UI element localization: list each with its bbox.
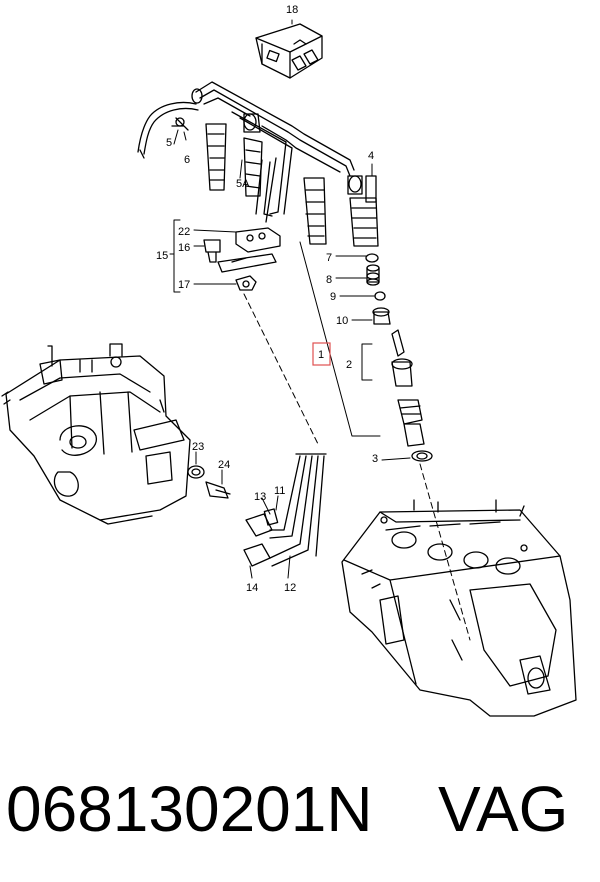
injector-housings	[205, 123, 379, 247]
injector-pipes-top	[191, 81, 363, 223]
small-leaders	[173, 19, 373, 579]
callout-13: 13	[254, 491, 266, 503]
injector-components	[365, 253, 433, 462]
part-number: 068130201N	[6, 773, 373, 845]
callout-11: 11	[274, 485, 285, 497]
leader-lines-dashed	[243, 293, 471, 641]
injector-pipes-lower	[243, 453, 327, 567]
callout-14: 14	[246, 582, 258, 594]
callout-labels: 18 4 5 6 5A 22 16 15 17 7 8 9 10 1 2 3 2…	[156, 4, 378, 594]
injector-bracket-lines	[299, 241, 411, 461]
callout-9: 9	[330, 291, 336, 303]
clamp-assembly	[203, 227, 281, 291]
relay-bracket-part	[255, 23, 323, 79]
callout-15: 15	[156, 250, 168, 262]
cylinder-head	[341, 499, 577, 717]
callout-17: 17	[178, 279, 190, 291]
callout-10: 10	[336, 315, 348, 327]
callout-5a: 5A	[236, 178, 250, 190]
callout-23: 23	[192, 441, 204, 453]
callout-4: 4	[368, 150, 374, 162]
callout-1: 1	[318, 349, 324, 361]
brand-name: VAG	[438, 773, 569, 845]
callout-5: 5	[166, 137, 172, 149]
callout-7: 7	[326, 252, 332, 264]
group-15-bracket	[169, 219, 237, 293]
callout-16: 16	[178, 242, 190, 254]
callout-6: 6	[184, 154, 190, 166]
highlight-box	[312, 342, 331, 366]
injection-pump	[1, 343, 191, 525]
callout-3: 3	[372, 453, 378, 465]
return-hose	[137, 101, 199, 159]
callout-2: 2	[346, 359, 352, 371]
callout-8: 8	[326, 274, 332, 286]
callout-22: 22	[178, 226, 190, 238]
callout-18: 18	[286, 4, 298, 16]
callout-24: 24	[218, 459, 230, 471]
callout-12: 12	[284, 582, 296, 594]
